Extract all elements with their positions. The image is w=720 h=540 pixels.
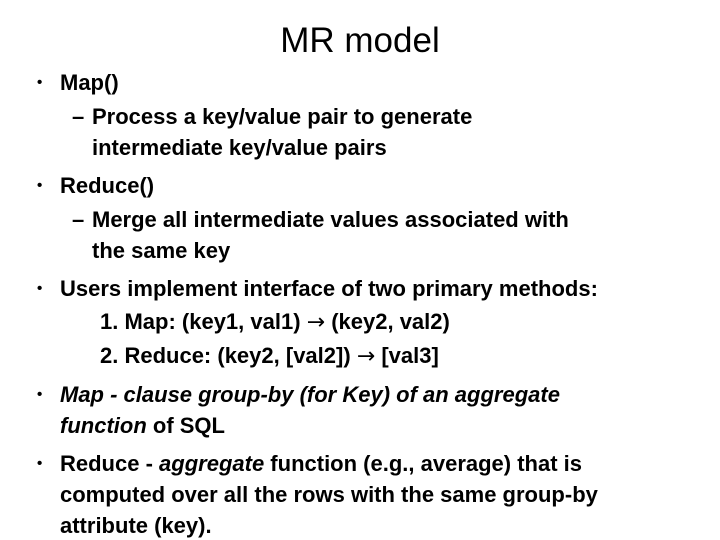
text-run: Map() xyxy=(60,70,119,95)
bullet-line: –Merge all intermediate values associate… xyxy=(0,204,720,235)
text-run: Users implement interface of two primary… xyxy=(60,276,598,301)
text-run: attribute (key). xyxy=(60,513,212,538)
bullet-line: • Reduce() xyxy=(0,170,720,201)
bullet-line: function of SQL xyxy=(0,410,720,441)
text-run: of SQL xyxy=(146,413,225,438)
bullet-dot-icon: • xyxy=(37,386,43,403)
slide-title: MR model xyxy=(280,21,440,60)
bullet-dot-icon: • xyxy=(37,280,43,297)
dash-marker-icon: – xyxy=(72,207,85,232)
bullet-dot-icon: • xyxy=(37,455,43,472)
bullet-line: computed over all the rows with the same… xyxy=(0,479,720,510)
text-run: Map - clause group-by (for Key) of an ag… xyxy=(60,382,560,407)
slide-body: •Map()–Process a key/value pair to gener… xyxy=(0,61,720,540)
text-run: aggregate xyxy=(159,451,265,476)
text-run: Process a key/value pair to generate xyxy=(92,104,473,129)
text-run: intermediate key/value pairs xyxy=(92,135,387,160)
bullet-line: • Users implement interface of two primar… xyxy=(0,273,720,304)
bullet-line: • Reduce - aggregate function (e.g., aver… xyxy=(0,448,720,479)
bullet-dot-icon: • xyxy=(37,74,43,91)
text-run: function xyxy=(60,413,147,438)
bullet-line: –Process a key/value pair to generate xyxy=(0,101,720,132)
text-run: the same key xyxy=(92,238,231,263)
bullet-line: • Map() xyxy=(0,67,720,98)
bullet-line: • Map - clause group-by (for Key) of an a… xyxy=(0,379,720,410)
bullet-line: 1. Map: (key1, val1) → (key2, val2) xyxy=(0,306,720,338)
bullet-line: intermediate key/value pairs xyxy=(0,132,720,163)
text-run: 2. Reduce: (key2, [val2]) xyxy=(100,343,357,368)
text-run: computed over all the rows with the same… xyxy=(60,482,598,507)
bullet-line: the same key xyxy=(0,235,720,266)
text-run: [val3] xyxy=(375,343,439,368)
text-run: 1. Map: (key1, val1) xyxy=(100,309,307,334)
text-run: function (e.g., average) that is xyxy=(264,451,583,476)
dash-marker-icon: – xyxy=(72,104,85,129)
text-run: Merge all intermediate values associated… xyxy=(92,207,569,232)
right-arrow-glyph: → xyxy=(306,310,326,335)
text-run: (key2, val2) xyxy=(325,309,450,334)
bullet-line: attribute (key). xyxy=(0,510,720,540)
bullet-line: 2. Reduce: (key2, [val2]) → [val3] xyxy=(0,340,720,372)
bullet-dot-icon: • xyxy=(37,177,43,194)
text-run: Reduce() xyxy=(60,173,155,198)
text-run: Reduce - xyxy=(60,451,160,476)
right-arrow-glyph: → xyxy=(356,344,376,369)
